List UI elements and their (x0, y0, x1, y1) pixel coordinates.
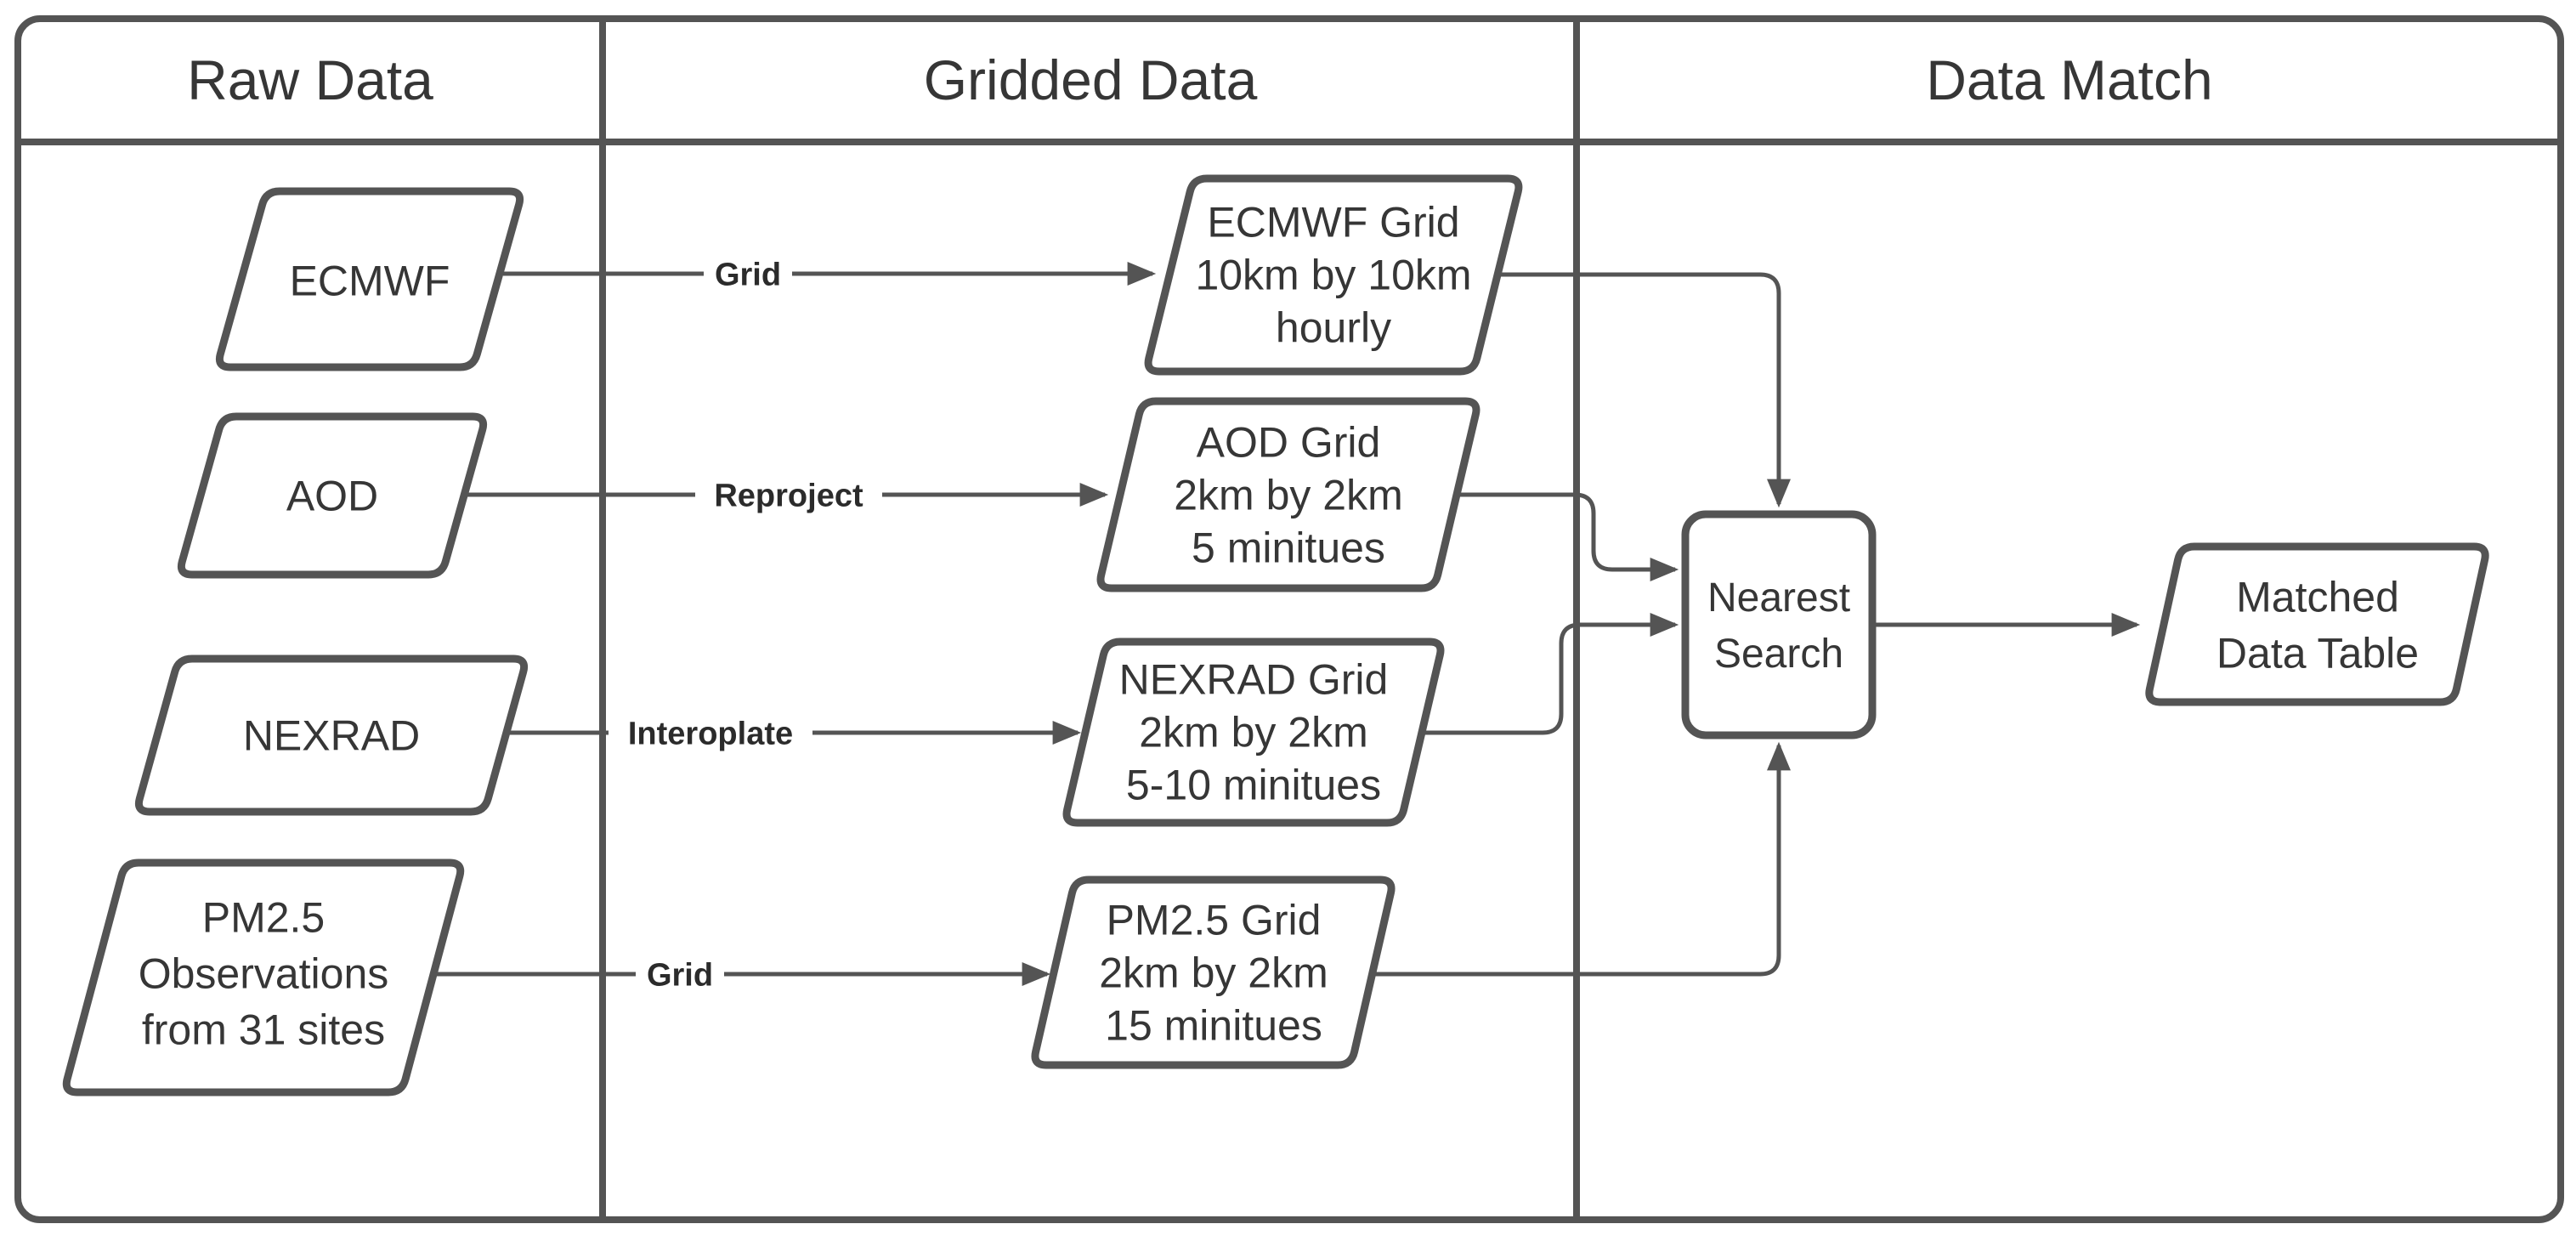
edge-label-text: Grid (715, 257, 781, 292)
edges (435, 262, 2141, 986)
edge-label-text: Reproject (714, 478, 863, 513)
parallelogram-shape (215, 187, 524, 371)
edge-labels: Grid Reproject Interoplate Grid (609, 252, 882, 996)
parallelogram-shape (1031, 876, 1396, 1069)
label-background (695, 473, 882, 517)
node-label-line2: Data Table (2216, 630, 2419, 677)
node-label-line3: hourly (1276, 304, 1391, 352)
node-label-line1: Matched (2236, 574, 2399, 621)
node-label-line3: 5-10 minitues (1126, 762, 1381, 809)
edge-aod-grid-to-nearest-search (1455, 492, 1679, 581)
node-label-line1: ECMWF Grid (1207, 199, 1459, 246)
edge-ecmwf-grid-to-nearest-search (1497, 272, 1791, 508)
node-label-line1: PM2.5 (202, 894, 326, 942)
column-header-gridded-data: Gridded Data (924, 48, 1258, 111)
node-label: ECMWF (290, 258, 450, 305)
label-background (609, 711, 812, 755)
node-label-line2: 10km by 10km (1195, 252, 1471, 299)
node-label-line2: 2km by 2km (1139, 709, 1368, 756)
node-nexrad-grid: NEXRAD Grid 2km by 2km 5-10 minitues (1062, 638, 1445, 827)
node-matched-data-table: Matched Data Table (2145, 542, 2489, 706)
node-ecmwf: ECMWF (215, 187, 524, 371)
outer-border (14, 15, 2564, 1223)
node-aod: AOD (177, 412, 488, 579)
edge-pm25-grid-to-nearest-search (1368, 741, 1791, 977)
edge-label-text: Interoplate (628, 716, 793, 751)
edge-label-grid-ecmwf: Grid (704, 252, 792, 296)
node-label-line3: 15 minitues (1105, 1002, 1322, 1050)
node-label-line1: NEXRAD Grid (1119, 656, 1389, 704)
node-label-line2: Search (1714, 632, 1843, 677)
edge-nexrad-grid-to-nearest-search (1421, 613, 1679, 735)
node-aod-grid: AOD Grid 2km by 2km 5 minitues (1096, 397, 1480, 592)
column-header-data-match: Data Match (1926, 48, 2212, 111)
node-label: NEXRAD (243, 712, 420, 760)
nodes: ECMWF AOD NEXRAD PM2.5 Observations from… (62, 174, 2489, 1096)
node-nearest-search: Nearest Search (1681, 510, 1877, 740)
node-label-line1: PM2.5 Grid (1107, 897, 1322, 944)
process-box-shape (1681, 510, 1877, 740)
node-pm25-observations: PM2.5 Observations from 31 sites (62, 858, 465, 1096)
node-ecmwf-grid: ECMWF Grid 10km by 10km hourly (1144, 174, 1523, 376)
edge-label-text: Grid (647, 957, 713, 993)
label-background (704, 252, 792, 296)
swimlane-frame (14, 15, 2564, 1223)
node-label-line1: AOD Grid (1197, 419, 1381, 467)
node-label-line2: 2km by 2km (1174, 472, 1403, 519)
node-label-line2: Observations (139, 950, 389, 998)
parallelogram-shape (62, 858, 465, 1096)
parallelogram-shape (1062, 638, 1445, 827)
node-label-line3: from 31 sites (142, 1006, 385, 1054)
column-headers: Raw Data Gridded Data Data Match (187, 48, 2213, 111)
node-nexrad: NEXRAD (134, 654, 529, 816)
parallelogram-shape (1096, 397, 1480, 592)
parallelogram-shape (134, 654, 529, 816)
edge-label-reproject: Reproject (695, 473, 882, 517)
parallelogram-shape (177, 412, 488, 579)
edge-label-interoplate: Interoplate (609, 711, 812, 755)
label-background (636, 952, 724, 996)
column-header-raw-data: Raw Data (187, 48, 433, 111)
node-label: AOD (286, 473, 378, 520)
parallelogram-shape (2145, 542, 2489, 706)
edge-label-grid-pm25: Grid (636, 952, 724, 996)
node-label-line1: Nearest (1707, 575, 1850, 620)
parallelogram-shape (1144, 174, 1523, 376)
node-pm25-grid: PM2.5 Grid 2km by 2km 15 minitues (1031, 876, 1396, 1069)
node-label-line3: 5 minitues (1192, 524, 1385, 572)
node-label-line2: 2km by 2km (1099, 949, 1328, 997)
